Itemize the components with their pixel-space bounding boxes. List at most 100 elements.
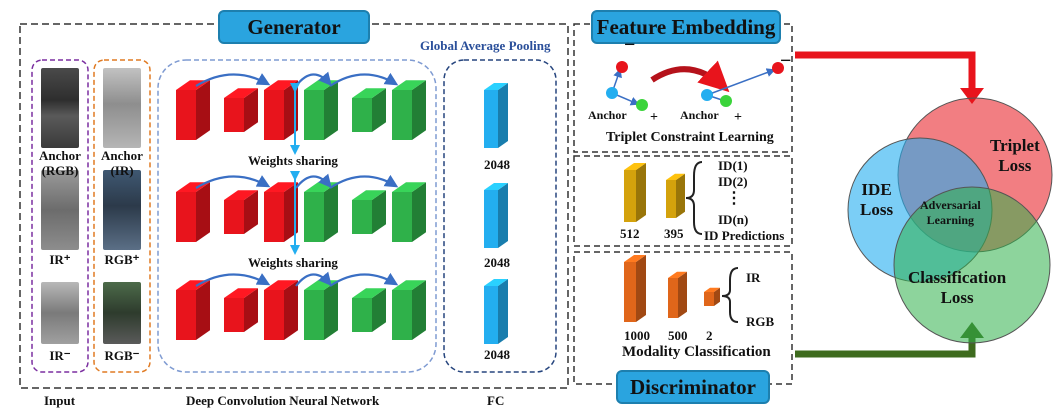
cnn-row1-layer5: [352, 88, 386, 132]
ir-negative-label: IR⁻: [49, 348, 71, 363]
anchor-rgb-label: Anchor (RGB): [39, 148, 81, 178]
disc-layer-2: [704, 287, 720, 306]
skip-arrow-row3-2: [295, 271, 332, 287]
id-brace: [685, 161, 703, 235]
disc-dim-1000: 1000: [624, 328, 650, 343]
dcnn-label: Deep Convolution Neural Network: [186, 393, 380, 408]
red-loss-arrow: [795, 51, 976, 90]
venn-center-label: Adversarial Learning: [920, 198, 981, 227]
gap-label: Global Average Pooling: [420, 38, 551, 53]
cnn-row2-layer1: [176, 182, 210, 242]
anchor-ir-label: Anchor (IR): [101, 148, 143, 178]
fc-label: FC: [487, 393, 505, 408]
triplet-constraint-label: Triplet Constraint Learning: [606, 130, 774, 145]
cnn-row1-layer3: [264, 80, 298, 140]
rgb-positive-label: RGB⁺: [104, 252, 140, 267]
positive-point-after: [720, 95, 732, 107]
generator-frame: [19, 23, 569, 389]
anchor-point-after: [701, 89, 713, 101]
input-col2-frame: [93, 59, 151, 373]
weights-sharing-label-1: Weights sharing: [248, 153, 338, 168]
feature-embedding-title: Feature Embedding: [591, 10, 781, 44]
id-layer-395: [666, 173, 685, 218]
discriminator-frame: [573, 251, 793, 385]
id-1: ID(1): [718, 158, 748, 173]
cnn-row3-layer3: [264, 280, 298, 340]
anchor-label: Anchor: [588, 108, 627, 122]
rgb-negative-label: RGB⁻: [104, 348, 140, 363]
cnn-row2-layer2: [224, 190, 258, 234]
triplet-frame: [573, 23, 793, 153]
fc-dim-1: 2048: [484, 157, 510, 172]
skip-arrow-row3-1: [195, 273, 271, 287]
id-dim-395: 395: [664, 226, 684, 241]
skip-arrow-row1-1: [195, 73, 271, 87]
triplet-diagram: [606, 60, 784, 111]
cnn-row3-layer2: [224, 288, 258, 332]
generator-title: Generator: [218, 10, 370, 44]
cnn-row3-layer1: [176, 280, 210, 340]
fc-dim-3: 2048: [484, 347, 510, 362]
plus-sign-2: +: [734, 110, 742, 125]
cnn-row1-layer6: [392, 80, 426, 140]
rgb-negative-photo: [103, 282, 141, 344]
id-ellipsis: ⋮: [726, 190, 742, 207]
disc-layer-1000: [624, 255, 646, 322]
input-label: Input: [44, 393, 76, 408]
anchor-label-after: Anchor: [680, 108, 719, 122]
ir-negative-photo: [41, 282, 79, 344]
id-layer-512: [624, 163, 646, 222]
negative-point: [616, 61, 628, 73]
id-2: ID(2): [718, 174, 748, 189]
disc-dim-500: 500: [668, 328, 688, 343]
input-col1-frame: [31, 59, 89, 373]
dcnn-frame: [157, 59, 437, 373]
anchor-rgb-photo: [41, 68, 79, 148]
cnn-row3-layer5: [352, 288, 386, 332]
id-dim-512: 512: [620, 226, 640, 241]
weights-sharing-label-2: Weights sharing: [248, 255, 338, 270]
fc-dim-2: 2048: [484, 255, 510, 270]
modality-ir: IR: [746, 270, 761, 285]
fc-layer-1: [484, 83, 508, 148]
cnn-row2-layer5: [352, 190, 386, 234]
fc-layer-2: [484, 183, 508, 248]
venn-triplet-label: Triplet Loss: [990, 136, 1040, 175]
id-n: ID(n): [718, 212, 749, 227]
rgb-positive-photo: [103, 170, 141, 250]
ir-positive-photo: [41, 170, 79, 250]
cnn-row2-layer4: [304, 182, 338, 242]
skip-arrow-row1-3: [329, 72, 399, 87]
disc-layer-500: [668, 271, 687, 318]
cnn-row1-layer4: [304, 80, 338, 140]
cnn-row2-layer6: [392, 182, 426, 242]
modality-rgb: RGB: [746, 314, 775, 329]
anchor-ir-photo: [103, 68, 141, 148]
anchor-point: [606, 87, 618, 99]
skip-arrow-row2-3: [329, 174, 399, 189]
cnn-row3-layer4: [304, 280, 338, 340]
ir-positive-label: IR⁺: [49, 252, 71, 267]
skip-arrow-row1-2: [295, 71, 332, 87]
minus-sign-1: −: [624, 34, 636, 56]
triplet-transform-arrow: [650, 60, 730, 93]
id-frame: [573, 155, 793, 247]
discriminator-title: Discriminator: [616, 370, 770, 404]
modality-classification-label: Modality Classification: [622, 344, 771, 360]
cnn-row3-layer6: [392, 280, 426, 340]
skip-arrow-row3-3: [329, 272, 399, 287]
venn-classification-label: Classification Loss: [908, 268, 1007, 307]
plus-sign-1: +: [650, 110, 658, 125]
red-loss-arrow-head: [960, 88, 984, 104]
fc-frame: [443, 59, 557, 373]
cnn-row1-layer1: [176, 80, 210, 140]
modality-brace: [721, 267, 739, 323]
cnn-row1-layer2: [224, 88, 258, 132]
venn-classification-circle: [893, 186, 1051, 344]
skip-arrow-row2-1: [195, 175, 271, 189]
fc-layer-3: [484, 279, 508, 344]
cnn-row2-layer3: [264, 182, 298, 242]
minus-sign-2: −: [780, 50, 792, 72]
disc-dim-2: 2: [706, 328, 713, 343]
